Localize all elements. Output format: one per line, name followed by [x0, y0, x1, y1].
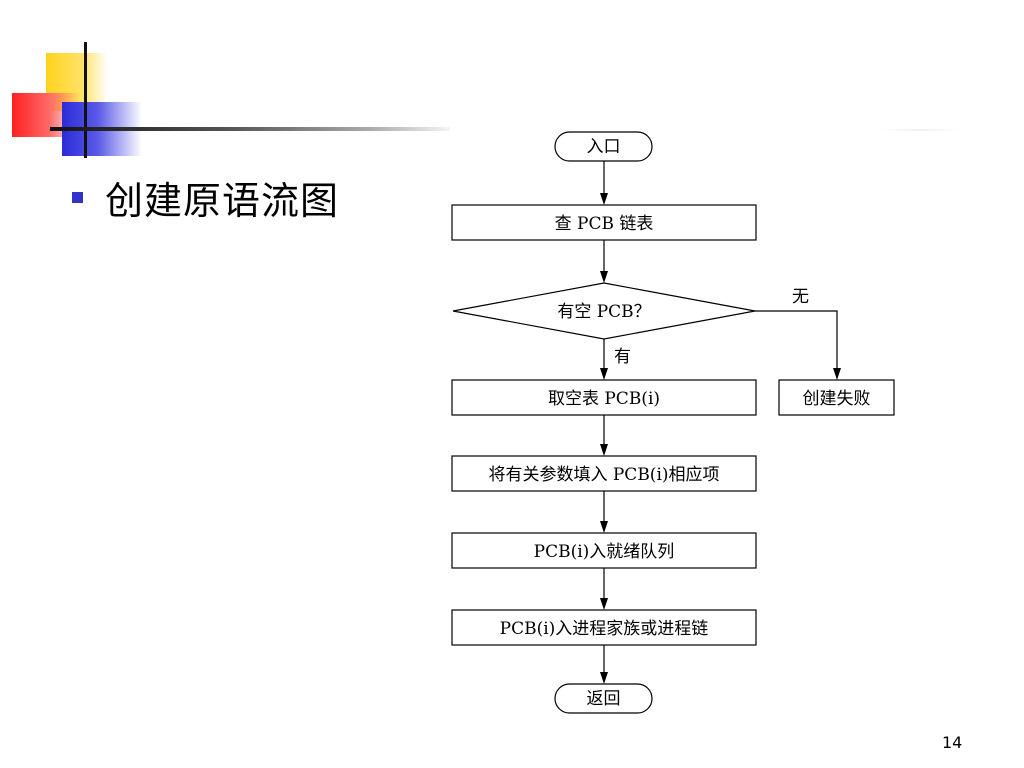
edge-decision-no: 无 [755, 287, 841, 380]
edge-family-to-end [600, 645, 608, 684]
edge-take-to-fill [600, 415, 608, 456]
node-start: 入口 [554, 131, 653, 162]
title-divider-line [50, 127, 450, 131]
node-fill-params-label: 将有关参数填入 PCB(i)相应项 [488, 465, 719, 485]
node-fail: 创建失败 [778, 379, 895, 416]
node-decision-label: 有空 PCB？ [557, 302, 650, 322]
node-fill-params: 将有关参数填入 PCB(i)相应项 [451, 455, 757, 492]
edge-label-no: 无 [792, 287, 809, 307]
edge-fill-to-ready [600, 491, 608, 533]
slide-title: 创建原语流图 [105, 179, 340, 223]
node-family-chain: PCB(i)入进程家族或进程链 [451, 609, 757, 646]
edge-start-to-check [600, 161, 608, 205]
node-start-label: 入口 [587, 137, 621, 157]
node-ready-queue: PCB(i)入就绪队列 [451, 532, 757, 569]
node-family-chain-label: PCB(i)入进程家族或进程链 [500, 619, 709, 639]
edge-check-to-decision [600, 240, 608, 283]
decor-faint-line [880, 129, 960, 131]
node-ready-queue-label: PCB(i)入就绪队列 [534, 542, 675, 562]
node-take-empty-label: 取空表 PCB(i) [548, 389, 660, 409]
decor-vertical-line [84, 42, 87, 158]
node-end: 返回 [554, 683, 653, 714]
node-check-pcb-list-label: 查 PCB 链表 [555, 214, 654, 234]
node-take-empty: 取空表 PCB(i) [451, 379, 757, 416]
page-number: 14 [942, 733, 963, 752]
node-end-label: 返回 [587, 689, 621, 709]
edge-decision-yes: 有 [600, 339, 631, 380]
bullet-square-icon [72, 192, 83, 203]
node-fail-label: 创建失败 [803, 389, 871, 409]
edge-label-yes: 有 [614, 347, 631, 367]
node-decision: 有空 PCB？ [452, 282, 756, 340]
edge-ready-to-family [600, 568, 608, 610]
title-row: 创建原语流图 [72, 170, 339, 225]
node-check-pcb-list: 查 PCB 链表 [451, 204, 757, 241]
